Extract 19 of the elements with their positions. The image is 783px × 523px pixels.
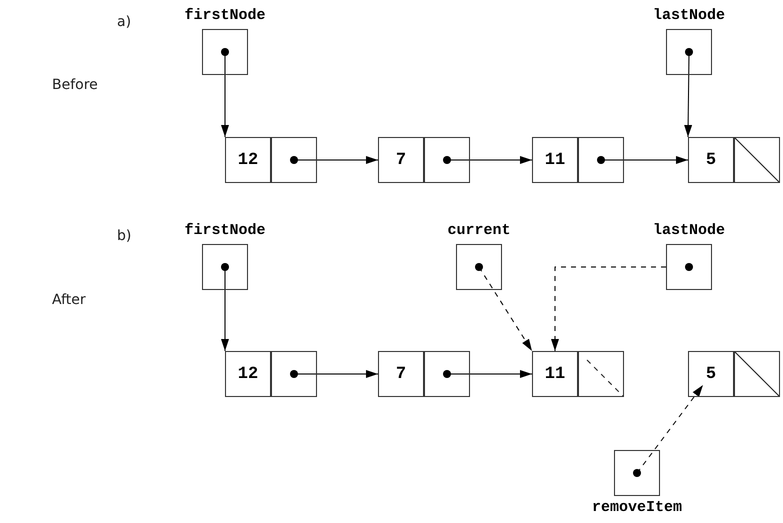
panel-label: b)	[117, 228, 132, 244]
panel-label: a)	[117, 14, 132, 30]
data-field: 7	[378, 351, 424, 397]
variable-name: current	[448, 223, 510, 239]
data-field: 11	[532, 137, 578, 183]
variable-name: firstNode	[184, 8, 266, 24]
data-field: 5	[688, 351, 734, 397]
variable-name: removeItem	[592, 500, 682, 516]
data-field: 12	[225, 351, 271, 397]
arrow	[551, 266, 666, 352]
data-field: 11	[532, 351, 578, 397]
variable-name: lastNode	[653, 8, 725, 24]
variable-name: lastNode	[653, 223, 725, 239]
data-field: 7	[378, 137, 424, 183]
row-label: After	[52, 292, 86, 308]
data-field: 12	[225, 137, 271, 183]
row-label: Before	[52, 77, 98, 93]
variable-name: firstNode	[184, 223, 266, 239]
data-field: 5	[688, 137, 734, 183]
